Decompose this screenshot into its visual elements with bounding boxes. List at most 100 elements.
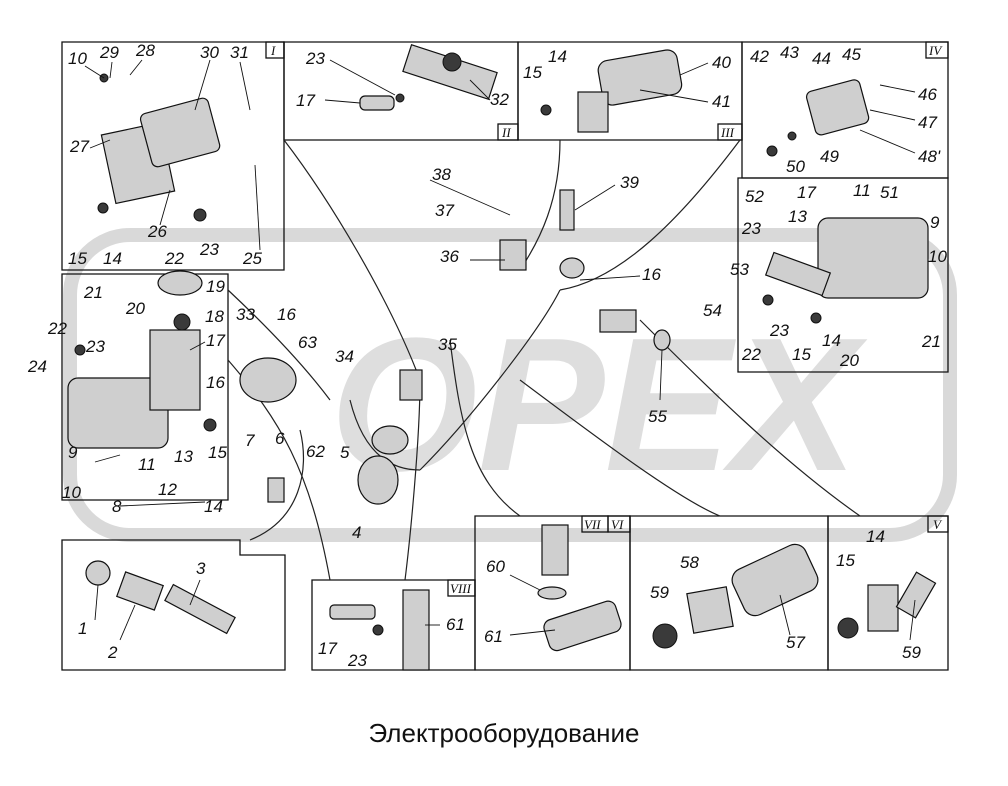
fitting-2 [115,571,165,611]
callout-15: 15 [792,345,811,364]
section-tag-iii: III [720,125,735,140]
callout-52: 52 [745,187,764,206]
callout-10: 10 [68,49,87,68]
wiring-harness [227,139,861,581]
callout-45: 45 [842,45,861,64]
plate-iii [577,91,609,133]
callout-27: 27 [69,137,89,156]
section-tags: I II III IV V VI VII VIII [265,41,949,597]
frame-section-bottom-left [61,539,286,671]
callout-23: 23 [769,321,789,340]
callout-36: 36 [440,247,459,266]
bracket-v [867,584,899,632]
callout-1: 1 [78,619,87,638]
callout-19: 19 [206,277,225,296]
callout-14: 14 [822,331,841,350]
parts [67,44,937,671]
callout-21: 21 [83,283,103,302]
nut-15-v [837,617,859,639]
callout-60: 60 [486,557,505,576]
frame-section-detail-right [737,177,949,373]
callout-21: 21 [921,332,941,351]
callout-10: 10 [62,483,81,502]
callout-13: 13 [788,207,807,226]
callout-13: 13 [174,447,193,466]
callout-3: 3 [196,559,206,578]
callout-44: 44 [812,49,831,68]
washer-1 [85,560,111,586]
callout-17: 17 [296,91,315,110]
nut-59 [652,623,678,649]
callout-5: 5 [340,443,350,462]
callout-54: 54 [703,301,722,320]
callout-49: 49 [820,147,839,166]
sensor-57 [731,543,819,617]
callout-23: 23 [199,240,219,259]
callout-9: 9 [930,213,940,232]
callout-57: 57 [786,633,805,652]
callout-10: 10 [928,247,947,266]
callout-17: 17 [797,183,816,202]
callout-17: 17 [206,331,225,350]
connector-16 [599,309,637,333]
callout-16: 16 [277,305,296,324]
callout-46: 46 [918,85,937,104]
section-tag-vii: VII [584,517,601,532]
callout-6: 6 [275,429,285,448]
connector-39 [559,257,585,279]
bracket-6 [267,477,285,503]
callout-37: 37 [435,201,454,220]
callout-62: 62 [306,442,325,461]
callout-33: 33 [236,305,255,324]
callout-26: 26 [147,222,167,241]
leader-lines [84,59,916,641]
callout-14: 14 [204,497,223,516]
bracket-left [149,329,201,411]
callout-12: 12 [158,480,177,499]
section-tag-iv: IV [928,43,943,58]
callout-43: 43 [780,43,799,62]
switch-iv [805,79,870,136]
callout-59: 59 [902,643,921,662]
section-tag-viii: VIII [450,581,472,596]
pipe-viii [402,589,430,671]
lamp-iii [597,49,683,106]
callout-14: 14 [866,527,885,546]
callout-32: 32 [490,90,509,109]
callout-14: 14 [103,249,122,268]
callout-15: 15 [523,63,542,82]
gauge-33 [239,357,297,403]
callout-16: 16 [206,373,225,392]
callout-15: 15 [68,249,87,268]
headlamp-left [67,377,169,449]
callout-30: 30 [200,43,219,62]
callout-25: 25 [242,249,262,268]
callout-9: 9 [68,443,78,462]
callout-61: 61 [484,627,503,646]
lamp-4 [357,455,399,505]
callout-4: 4 [352,523,361,542]
callout-7: 7 [245,431,255,450]
callout-15: 15 [836,551,855,570]
gauge-5 [371,425,409,455]
callout-17: 17 [318,639,337,658]
callout-22: 22 [164,249,184,268]
section-tag-v: V [933,517,943,532]
callout-55: 55 [648,407,667,426]
callout-50: 50 [786,157,805,176]
callout-22: 22 [741,345,761,364]
callout-34: 34 [335,347,354,366]
block-36 [499,239,527,271]
callout-23: 23 [305,49,325,68]
callout-22: 22 [47,319,67,338]
callout-18: 18 [205,307,224,326]
section-frames [61,41,949,671]
callout-15: 15 [208,443,227,462]
sensor-3 [164,583,236,635]
washer-60 [537,586,567,600]
callout-47: 47 [918,113,937,132]
callout-2: 2 [107,643,118,662]
callout-58: 58 [680,553,699,572]
bolt-viii [329,604,376,620]
